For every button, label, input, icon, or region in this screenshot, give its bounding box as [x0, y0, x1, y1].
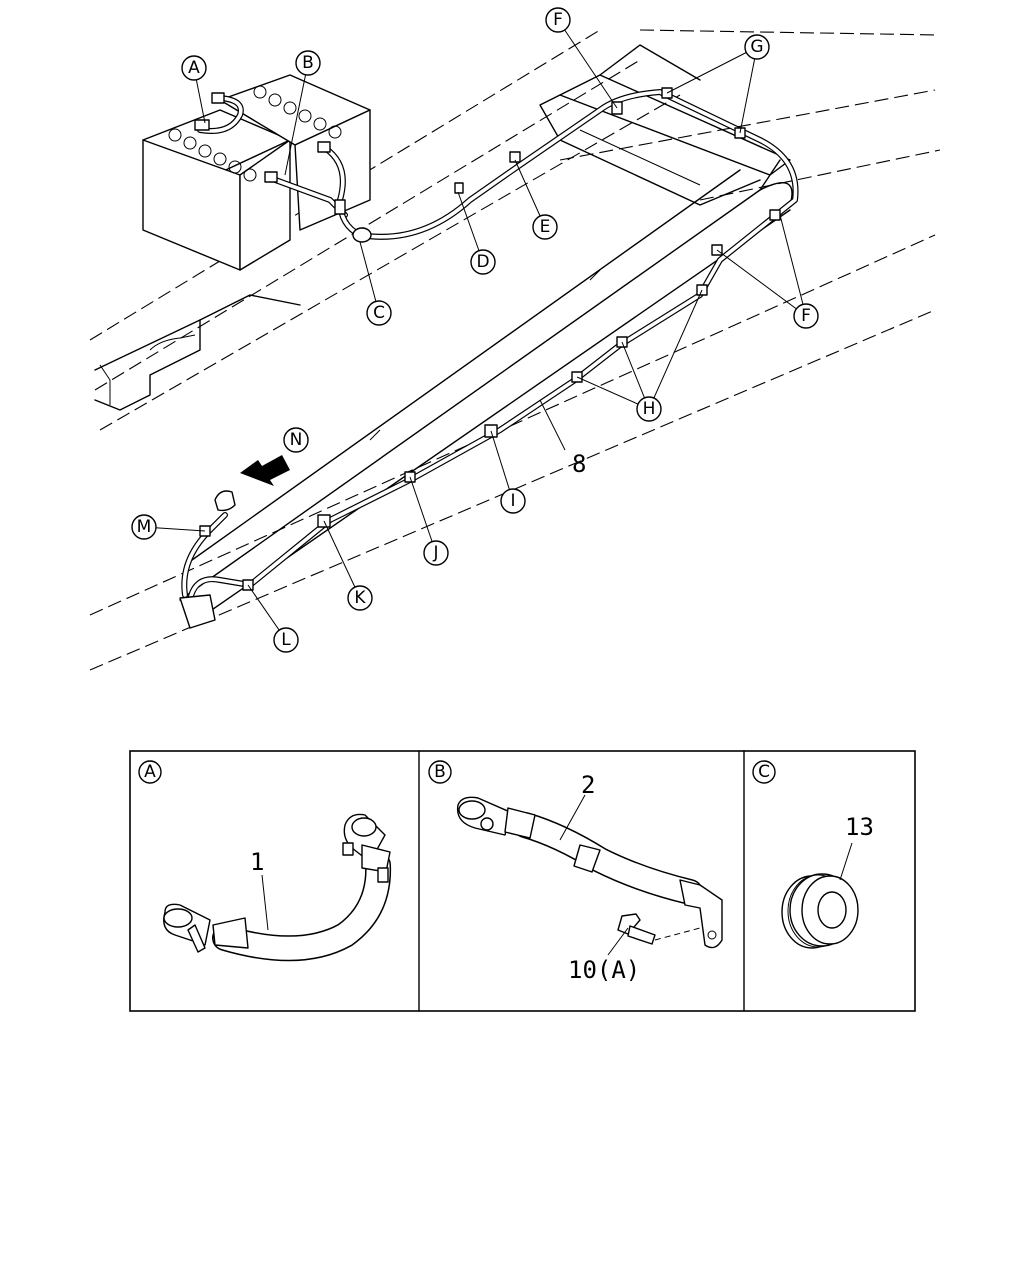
panel-c-label: C: [758, 762, 770, 782]
part-number-main-cable: 8: [572, 450, 586, 478]
leader-part-1: [261, 874, 269, 931]
callout-a: A: [181, 55, 207, 81]
detail-panel-a: A 1: [138, 760, 392, 962]
leader-part-10a: [607, 927, 629, 956]
front-direction-arrow-icon: [240, 455, 290, 486]
callout-m: M: [131, 514, 157, 540]
callout-n: N: [283, 427, 309, 453]
callout-f-top-label: F: [553, 10, 563, 30]
part-number-13: 13: [845, 813, 874, 841]
panel-a-label: A: [144, 762, 156, 782]
callout-a-label: A: [188, 58, 200, 78]
callout-h-label: H: [643, 399, 656, 419]
callout-l: L: [273, 627, 299, 653]
callout-g: G: [744, 34, 770, 60]
frame-phantom-lines: [89, 29, 941, 671]
panel-b-label: B: [434, 762, 446, 782]
callout-f-right: F: [793, 303, 819, 329]
callout-k: K: [347, 585, 373, 611]
frame-left-detail: [94, 294, 301, 411]
callout-h: H: [636, 396, 662, 422]
callout-n-label: N: [290, 430, 303, 450]
callout-b: B: [295, 50, 321, 76]
battery-jumper-cable-detail: [163, 813, 392, 962]
callout-l-label: L: [281, 630, 291, 650]
leader-part-13: [839, 842, 853, 881]
callout-d-label: D: [476, 252, 489, 272]
detail-panel-c: C 13: [752, 760, 874, 949]
detail-panels: [129, 750, 916, 1012]
part-number-10a: 10(A): [568, 956, 640, 984]
grommet-icon: [781, 873, 859, 949]
starter-terminal: [179, 490, 236, 629]
callout-m-label: M: [137, 517, 152, 537]
callout-e: E: [532, 214, 558, 240]
callout-d: D: [470, 249, 496, 275]
callout-b-label: B: [302, 53, 314, 73]
part-number-1: 1: [250, 848, 264, 876]
battery-ground-cable-detail: [456, 796, 723, 949]
callout-f-top: F: [545, 7, 571, 33]
callout-j-label: J: [432, 543, 438, 563]
part-number-2: 2: [581, 771, 595, 799]
callout-c-label: C: [373, 303, 385, 323]
callout-e-label: E: [540, 217, 551, 237]
callout-f-right-label: F: [801, 306, 811, 326]
callout-i-label: I: [510, 491, 515, 511]
callout-j: J: [423, 540, 449, 566]
battery-jumper-cable: [197, 95, 244, 134]
battery-right: [219, 74, 371, 231]
leader-part-2: [559, 794, 586, 841]
detail-panel-b: B 2 10(A): [428, 760, 723, 984]
battery-left: [142, 109, 291, 271]
callout-g-label: G: [750, 37, 763, 57]
callout-i: I: [500, 488, 526, 514]
callout-c: C: [366, 300, 392, 326]
callout-k-label: K: [354, 588, 366, 608]
